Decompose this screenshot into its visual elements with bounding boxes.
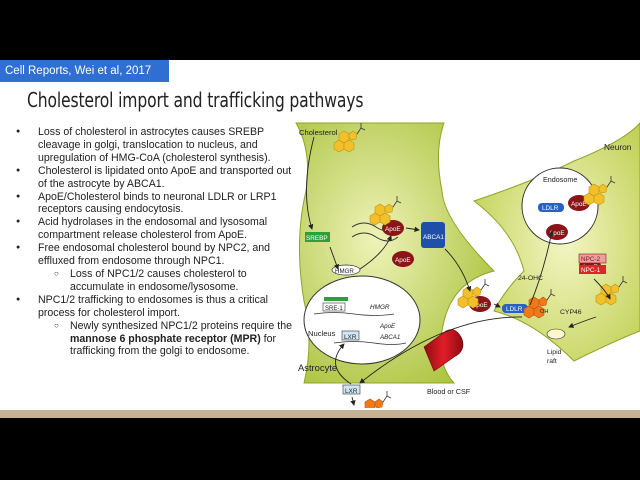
apoe-label: ApoE xyxy=(549,230,565,237)
bullet-item: Loss of cholesterol in astrocytes causes… xyxy=(8,126,292,165)
ldlr-label: LDLR xyxy=(506,306,523,313)
nucleus-label: Nucleus xyxy=(308,329,336,338)
abca1-gene-label: ABCA1 xyxy=(379,334,400,341)
arrow-icon xyxy=(568,316,597,328)
arrow-icon xyxy=(359,235,392,270)
lipid-raft-label: Lipid xyxy=(547,349,562,356)
apoe-label: ApoE xyxy=(472,302,488,309)
srebp-box xyxy=(305,232,330,242)
bullet-list: Loss of cholesterol in astrocytes causes… xyxy=(8,126,292,358)
hmgr-protein xyxy=(331,264,361,276)
bullet-item: ApoE/Cholesterol binds to neuronal LDLR … xyxy=(8,191,292,217)
sre1-box xyxy=(322,302,346,312)
sub-bullet-item: Newly synthesized NPC1/2 proteins requir… xyxy=(8,320,292,359)
cholesterol-label: Cholesterol xyxy=(299,128,338,137)
ohc24-label: 24-OHC xyxy=(518,275,543,282)
sub-bullet-bold: mannose 6 phosphate receptor (MPR) xyxy=(70,332,261,345)
arrow-icon xyxy=(359,316,523,384)
hmgr-protein-label: HMGR xyxy=(335,268,354,275)
dna-strand xyxy=(333,341,407,345)
cyp46-label: CYP46 xyxy=(560,309,582,316)
blood-csf-label: Blood or CSF xyxy=(427,387,471,396)
sub-bullet-text: for trafficking from the golgi to endoso… xyxy=(70,332,277,358)
lipid-raft xyxy=(546,328,566,340)
slide-title: Cholesterol import and trafficking pathw… xyxy=(27,88,364,112)
lxr-nuclear-box xyxy=(341,330,360,341)
slide: Cell Reports, Wei et al, 2017 Cholestero… xyxy=(0,60,640,418)
lxr-box xyxy=(342,384,361,395)
lxr-label: LXR xyxy=(345,388,358,395)
bullet-item: Acid hydrolases in the endosomal and lys… xyxy=(8,216,292,242)
astrocyte-label: Astrocyte xyxy=(298,362,337,373)
er-membrane xyxy=(351,232,399,242)
neuron-label: Neuron xyxy=(604,142,632,152)
cholesterol-pathway-diagram: ER Cholesterol Neuron Endosome Nucleus A… xyxy=(295,122,640,408)
sub-bullet-text: Newly synthesized NPC1/2 proteins requir… xyxy=(70,319,292,332)
apoe-label: ApoE xyxy=(385,226,401,233)
oxysterol-molecule-icon xyxy=(359,390,392,408)
lipid-raft-label: raft xyxy=(547,358,557,365)
srebp-nuclear xyxy=(324,297,348,301)
bullet-item: Free endosomal cholesterol bound by NPC2… xyxy=(8,242,292,268)
lxr-nuclear-label: LXR xyxy=(344,334,357,341)
arrow-icon xyxy=(593,278,611,300)
arrow-icon xyxy=(329,246,339,270)
source-citation-tag: Cell Reports, Wei et al, 2017 xyxy=(0,60,169,82)
arrow-icon xyxy=(444,248,472,292)
apoe-gene-label: ApoE xyxy=(379,323,396,330)
arrow-icon xyxy=(335,343,352,385)
sre1-label: SRE-1 xyxy=(325,306,343,312)
sub-bullet-item: Loss of NPC1/2 causes cholesterol to acc… xyxy=(8,268,292,294)
ldlr-label: LDLR xyxy=(542,205,559,212)
apoe-particle xyxy=(382,220,404,236)
arrow-icon xyxy=(350,396,356,406)
oh-label: OH xyxy=(540,309,548,315)
abca1-transporter xyxy=(421,222,445,248)
npc1-box xyxy=(579,265,606,274)
apoe-label: ApoE xyxy=(395,257,411,264)
bullet-item: Cholesterol is lipidated onto ApoE and t… xyxy=(8,165,292,191)
apoe-label: ApoE xyxy=(571,201,587,208)
arrow-icon xyxy=(306,136,315,230)
hmgr-gene-label: HMGR xyxy=(370,304,390,311)
abca1-label: ABCA1 xyxy=(423,234,444,241)
ldlr-receptor xyxy=(538,203,564,212)
arrow-icon xyxy=(529,230,554,306)
apoe-particle xyxy=(546,224,568,240)
npc1-label: NPC-1 xyxy=(581,267,601,274)
nucleus xyxy=(303,275,421,365)
footer-bar xyxy=(0,410,640,418)
arrow-icon xyxy=(405,226,420,232)
npc2-box xyxy=(578,253,607,264)
ldlr-receptor xyxy=(502,304,528,313)
npc2-label: NPC-2 xyxy=(581,256,601,263)
srebp-label: SREBP xyxy=(306,235,328,242)
arrow-icon xyxy=(493,302,501,308)
apoe-particle xyxy=(392,251,414,267)
bullet-item: NPC1/2 trafficking to endosomes is thus … xyxy=(8,294,292,320)
endosome-label: Endosome xyxy=(543,175,577,184)
dna-strand xyxy=(313,312,395,316)
